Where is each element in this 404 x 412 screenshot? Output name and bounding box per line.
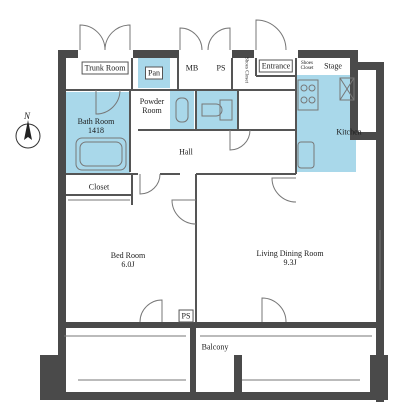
powder-sink-area	[170, 90, 194, 130]
door-swings	[79, 19, 297, 323]
bath-room-area	[66, 92, 130, 174]
room-label-hall: Hall	[179, 147, 193, 157]
room-label-pan: Pan	[145, 66, 163, 80]
interior-walls	[66, 58, 297, 322]
room-label-stage: Stage	[324, 61, 342, 71]
room-label-shoes-closet-2: Shoes Closet	[300, 61, 314, 71]
toilet-area	[197, 90, 237, 130]
room-label-powder-room: Powder Room	[139, 97, 165, 115]
room-label-kitchen: Kitchen	[336, 127, 362, 137]
room-label-balcony: Balcony	[201, 342, 229, 352]
room-label-entrance: Entrance	[258, 59, 294, 73]
room-label-trunk-room: Trunk Room	[81, 61, 129, 75]
compass-icon	[15, 120, 41, 149]
room-label-bath-room: Bath Room 1418	[77, 117, 115, 135]
room-label-bed-room: Bed Room 6.0J	[110, 251, 146, 269]
room-label-ps-bottom: PS	[178, 309, 194, 323]
room-label-closet: Closet	[88, 182, 110, 192]
room-label-ps-top: PS	[216, 63, 226, 73]
compass-north-label: N	[24, 111, 31, 121]
room-label-mb: MB	[185, 63, 199, 73]
room-label-shoes-closet-1: Shoes Closet	[243, 57, 249, 83]
room-label-living-dining: Living Dining Room 9.3J	[256, 249, 324, 267]
fixture-lines	[64, 77, 381, 381]
